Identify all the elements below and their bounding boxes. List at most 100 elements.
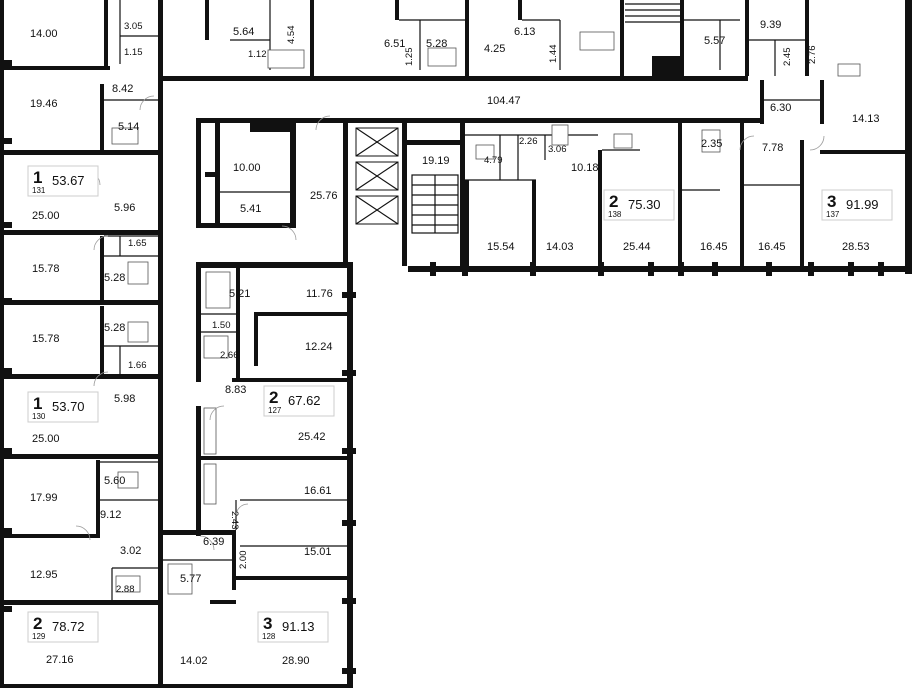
room-area: 14.03 [546,241,574,253]
room-area: 6.13 [514,26,535,38]
core [196,118,465,266]
room-area: 5.57 [704,35,725,47]
room-area: 5.98 [114,393,135,405]
middle-wing [160,262,347,604]
room-area: 15.78 [32,333,60,345]
room-area: 14.02 [180,655,208,667]
apartment-number: 138 [608,210,622,219]
apartment-number: 131 [32,186,46,195]
room-area: 5.14 [118,121,139,133]
room-area: 2.88 [116,584,135,595]
apartment-label-box [257,611,329,643]
room-area: 4.54 [286,26,297,45]
plumbing-fixtures [111,31,861,595]
apartment-total-area: 53.67 [52,173,85,188]
apartment-label-box [27,611,99,643]
room-area: 25.42 [298,431,326,443]
room-area: 5.28 [104,322,125,334]
room-area: 5.21 [229,288,250,300]
room-area: 7.78 [762,142,783,154]
apartment-room-count: 3 [827,192,836,211]
room-area: 2.66 [220,350,239,361]
apartment-total-area: 78.72 [52,619,85,634]
room-area: 14.13 [852,113,880,125]
room-area: 2.43 [229,511,240,530]
right-inner-windows [342,292,356,674]
room-area: 17.99 [30,492,58,504]
room-area-labels: 14.00 3.05 1.15 8.42 19.46 5.14 25.00 5.… [30,19,880,667]
room-area: 4.25 [484,43,505,55]
room-area: 25.44 [623,241,651,253]
room-area: 14.00 [30,28,58,40]
room-area: 10.00 [233,162,261,174]
right-partitions [465,80,905,266]
room-area: 1.65 [128,238,147,249]
room-area: 28.53 [842,241,870,253]
top-stair [625,3,680,23]
apartment-label-box [263,385,335,417]
room-area: 6.30 [770,102,791,114]
apartment-total-area: 67.62 [288,393,321,408]
room-area: 2.76 [807,46,818,65]
room-area: 19.19 [422,155,450,167]
apartment-number: 137 [826,210,840,219]
apartment-total-area: 75.30 [628,197,661,212]
apartment-total-area: 53.70 [52,399,85,414]
room-area: 25.00 [32,433,60,445]
apartment-room-count: 2 [33,614,42,633]
room-area: 16.61 [304,485,332,497]
room-area: 104.47 [487,95,521,107]
room-area: 25.00 [32,210,60,222]
room-area: 9.12 [100,509,121,521]
apartment-number: 129 [32,632,46,641]
apartment-label-box [27,391,99,423]
apartment-labels: 113153.67113053.70212978.72212767.623128… [27,165,893,643]
apartment-label-box [27,165,99,197]
top-partitions [205,0,809,78]
apartment-number: 128 [262,632,276,641]
room-area: 12.24 [305,341,333,353]
room-area: 11.76 [306,288,333,300]
room-area: 4.79 [484,155,503,166]
room-area: 5.28 [426,38,447,50]
room-area: 15.54 [487,241,515,253]
right-thin [465,99,820,191]
room-area: 28.90 [282,655,310,667]
room-area: 2.00 [238,551,249,570]
bottom-windows [430,262,884,276]
room-area: 3.05 [124,21,143,32]
left-partitions [0,0,160,605]
room-area: 6.51 [384,38,405,50]
room-area: 3.02 [120,545,141,557]
room-area: 1.15 [124,47,143,58]
room-area: 3.06 [548,144,567,155]
apartment-total-area: 91.13 [282,619,315,634]
apartment-number: 127 [268,406,282,415]
room-area: 25.76 [310,190,338,202]
apartment-room-count: 1 [33,168,42,187]
apartment-label-box [603,189,675,221]
apartment-room-count: 3 [263,614,272,633]
apartment-number: 130 [32,412,46,421]
door-swings [75,95,825,551]
room-area: 1.25 [404,48,415,67]
room-area: 12.95 [30,569,58,581]
apartment-room-count: 2 [609,192,618,211]
room-area: 27.16 [46,654,74,666]
apartment-room-count: 1 [33,394,42,413]
room-area: 15.01 [304,546,332,558]
room-area: 8.42 [112,83,133,95]
room-area: 5.41 [240,203,261,215]
middle-thin [160,313,347,561]
room-area: 19.46 [30,98,58,110]
room-area: 2.26 [519,136,538,147]
room-area: 15.78 [32,263,60,275]
